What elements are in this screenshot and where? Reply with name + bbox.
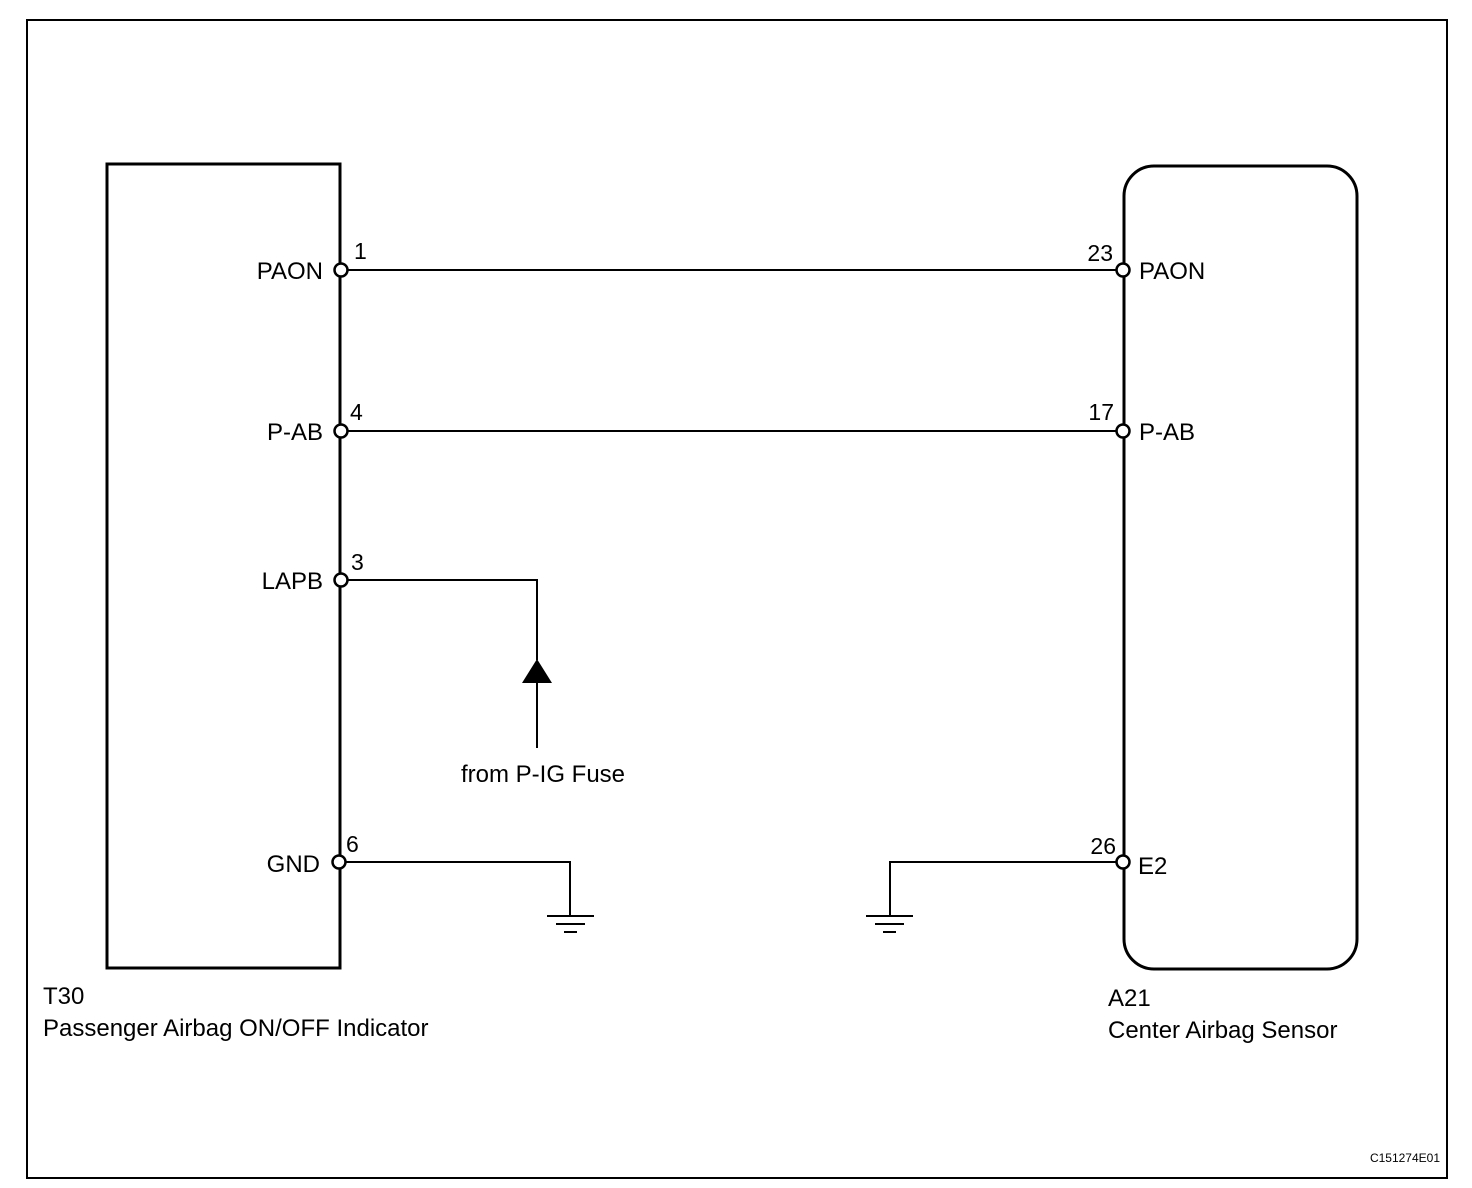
terminal-left-3 [333,572,349,588]
terminal-right-23 [1115,262,1131,278]
pin-label: PAON [257,258,323,285]
figure-code: C151274E01 [1370,1151,1440,1165]
terminal-left-1 [333,262,349,278]
right-component-name: Center Airbag Sensor [1108,1017,1337,1044]
pin-number: 26 [1090,833,1116,859]
pin-number: 17 [1088,399,1114,425]
pin-number: 23 [1087,240,1113,266]
right-component-box [1122,164,1359,971]
fuse-label: from P-IG Fuse [461,761,625,788]
arrow-icon [522,659,552,683]
wire-gnd-right [889,861,1116,916]
terminal-left-6 [331,854,347,870]
pin-number: 6 [346,831,359,857]
terminal-right-17 [1115,423,1131,439]
terminal-left-4 [333,423,349,439]
diagram-frame [26,19,1448,1179]
terminal-right-26 [1115,854,1131,870]
right-component-code: A21 [1108,985,1151,1012]
pin-number: 4 [350,399,363,425]
left-component-name: Passenger Airbag ON/OFF Indicator [43,1015,429,1042]
pin-label: LAPB [262,568,323,595]
pin-number: 3 [351,549,364,575]
ground-icon-right [866,915,913,933]
pin-number: 1 [354,238,367,264]
pin-label: PAON [1139,258,1205,285]
pin-label: GND [267,851,320,878]
wire-lapb [348,579,538,660]
pin-label: P-AB [1139,419,1195,446]
ground-icon-left [547,915,594,933]
pin-label: P-AB [267,419,323,446]
left-component-box [105,162,342,970]
pin-label: E2 [1138,853,1167,880]
wire-gnd-left [346,861,571,916]
left-component-code: T30 [43,983,84,1010]
